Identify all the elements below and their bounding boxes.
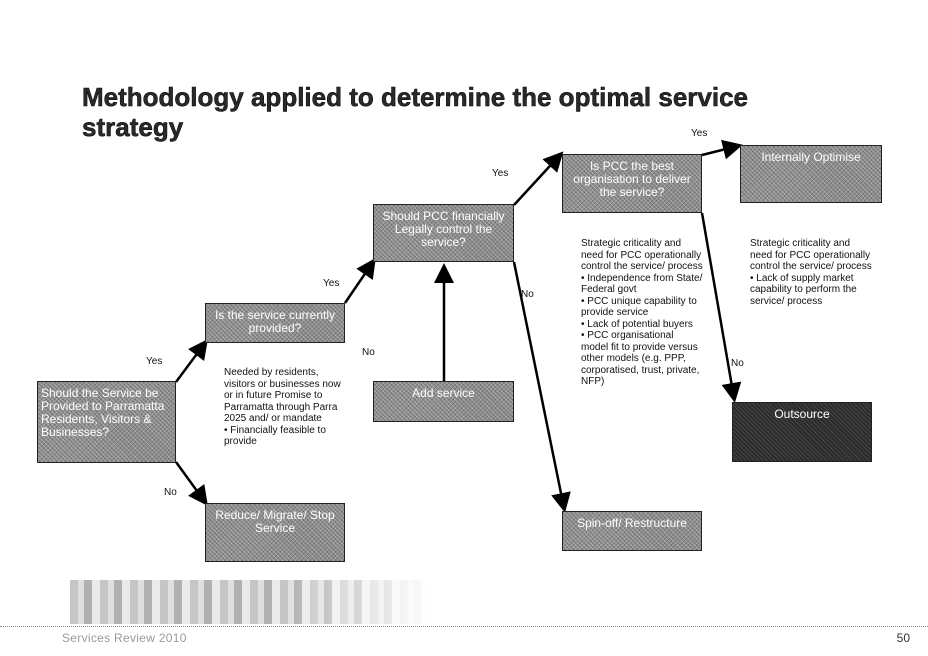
- page-number: 50: [896, 631, 910, 645]
- arrow-no-1: [174, 461, 208, 507]
- node-should-provide: Should the Service be Provided to Parram…: [37, 381, 176, 463]
- node-add-service: Add service: [373, 381, 514, 422]
- label-no-1: No: [164, 487, 177, 498]
- footer-photo-strip: [70, 580, 430, 624]
- node-internally-optimise: Internally Optimise: [740, 145, 882, 203]
- note-criticality-1: Strategic criticality and need for PCC o…: [581, 238, 703, 387]
- label-yes-4: Yes: [691, 128, 708, 139]
- node-outsource: Outsource: [732, 402, 872, 462]
- node-currently-provided: Is the service currently provided?: [205, 303, 345, 343]
- arrow-yes-2: [343, 257, 376, 304]
- note-criticality-2: Strategic criticality and need for PCC o…: [750, 238, 872, 307]
- arrow-no-4: [700, 212, 742, 403]
- arrow-yes-4: [701, 139, 743, 160]
- footer-divider: [0, 626, 928, 627]
- node-best-organisation: Is PCC the best organisation to deliver …: [562, 154, 702, 213]
- arrow-yes-3: [513, 151, 564, 206]
- arrow-no-3: [512, 261, 571, 513]
- label-yes-2: Yes: [323, 278, 340, 289]
- page-title: Methodology applied to determine the opt…: [82, 82, 749, 143]
- label-yes-1: Yes: [146, 356, 163, 367]
- node-reduce-migrate-stop: Reduce/ Migrate/ Stop Service: [205, 503, 345, 562]
- footer-text: Services Review 2010: [62, 631, 187, 645]
- note-needed: Needed by residents, visitors or busines…: [224, 367, 341, 447]
- arrow-yes-1: [174, 338, 208, 383]
- label-no-3: No: [521, 289, 534, 300]
- label-no-2: No: [362, 347, 375, 358]
- node-spin-off-restructure: Spin-off/ Restructure: [562, 511, 702, 551]
- node-financially-control: Should PCC financially Legally control t…: [373, 204, 514, 262]
- label-no-4: No: [731, 358, 744, 369]
- label-yes-3: Yes: [492, 168, 509, 179]
